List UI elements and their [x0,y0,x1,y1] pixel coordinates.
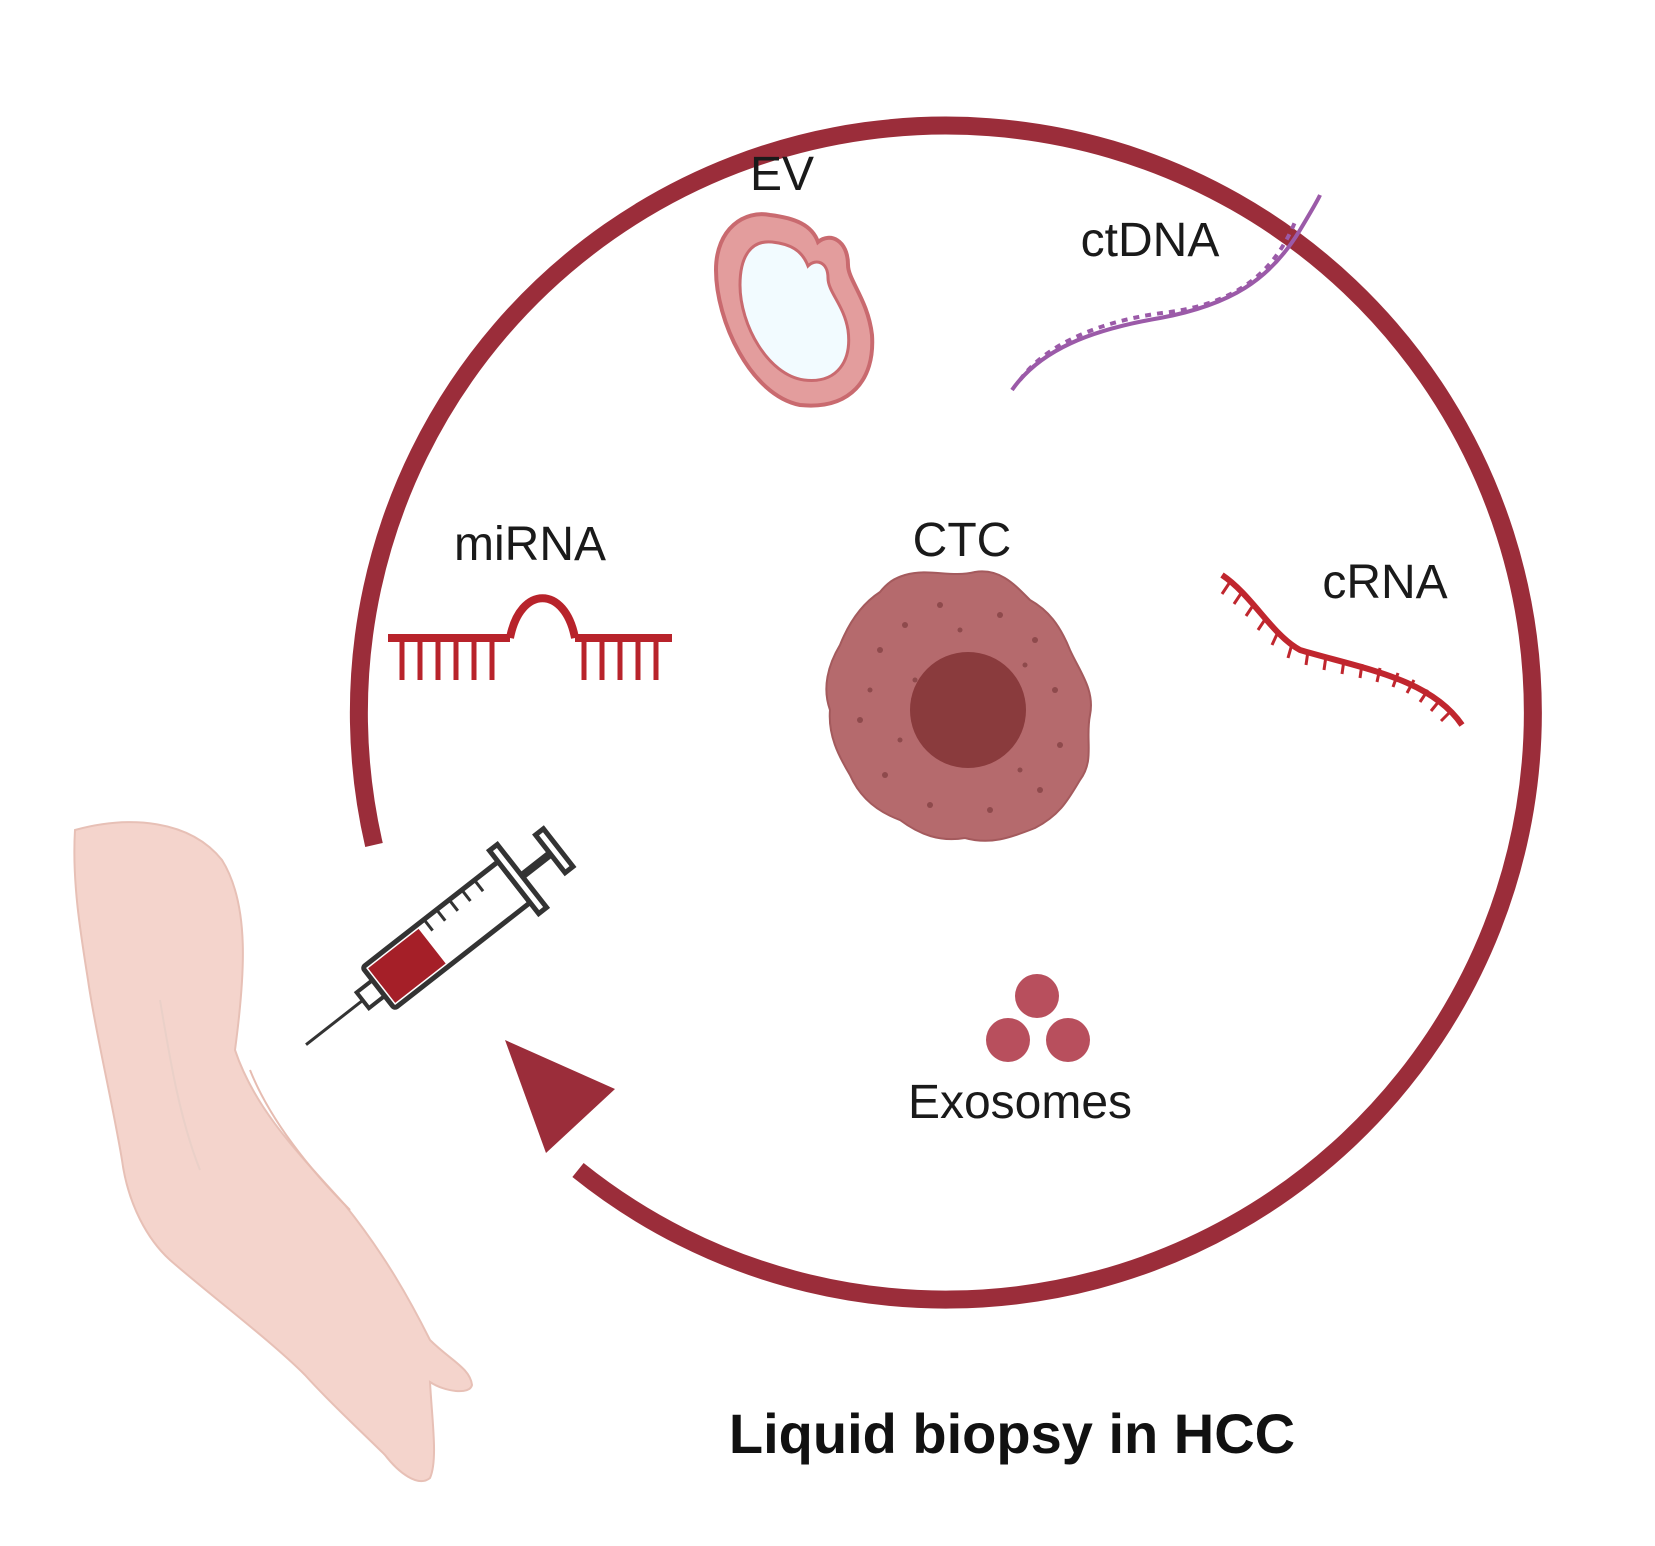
exosomes-label: Exosomes [908,1076,1132,1129]
exosomes-icon [986,974,1090,1062]
syringe-icon [305,825,577,1046]
crna-icon [1220,572,1465,727]
ctc-label: CTC [913,514,1012,567]
circulation-loop [349,116,1542,1309]
diagram-title: Liquid biopsy in HCC [729,1402,1295,1465]
mirna-label: miRNA [454,518,606,571]
arrow-head-icon [505,1040,615,1153]
ev-label: EV [750,148,814,201]
ctc-icon [825,570,1092,842]
arm-icon [73,821,474,1483]
ev-icon [713,212,875,408]
mirna-icon [388,594,672,680]
crna-label: cRNA [1322,556,1447,609]
ctdna-label: ctDNA [1081,214,1220,267]
ctdna-icon [1010,194,1322,392]
